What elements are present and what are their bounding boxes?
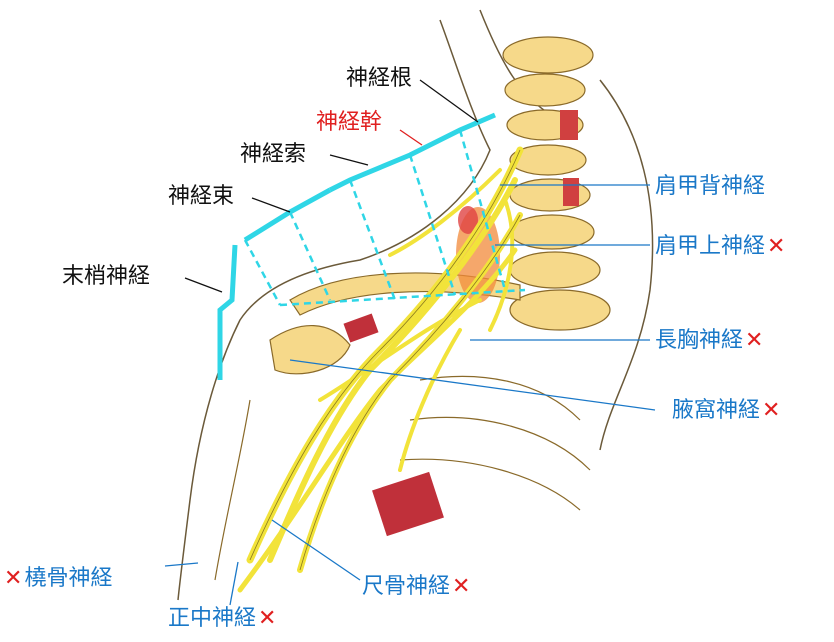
label-dorsal-scapular: 肩甲背神経 <box>655 174 765 200</box>
label-long-thoracic: 長胸神経✕ <box>655 328 763 354</box>
nerve-name: 橈骨神経 <box>24 566 113 591</box>
leader-lines <box>164 184 656 606</box>
label-bundle: 神経束 <box>168 184 235 209</box>
cross-mark-icon: ✕ <box>4 566 23 591</box>
cross-mark-icon: ✕ <box>767 234 786 259</box>
label-root: 神経根 <box>346 66 413 91</box>
nerve-name: 正中神経 <box>168 606 257 631</box>
cross-mark-icon: ✕ <box>452 574 471 599</box>
cross-mark-icon: ✕ <box>745 328 764 353</box>
label-trunk: 神経幹 <box>316 110 383 135</box>
nerve-name: 腋窩神経 <box>672 398 761 423</box>
muscles <box>343 206 500 537</box>
label-ulnar: 尺骨神経✕ <box>362 574 470 600</box>
label-peripheral: 末梢神経 <box>62 264 151 289</box>
cross-mark-icon: ✕ <box>258 606 277 631</box>
label-suprascapular: 肩甲上神経✕ <box>655 234 785 260</box>
label-cord: 神経索 <box>240 142 307 167</box>
nerve-name: 尺骨神経 <box>362 574 451 599</box>
cross-mark-icon: ✕ <box>762 398 781 423</box>
label-median: 正中神経✕ <box>168 606 276 632</box>
nerve-name: 肩甲上神経 <box>655 234 766 259</box>
nerve-name: 長胸神経 <box>655 328 744 353</box>
nerve-name: 肩甲背神経 <box>655 174 766 199</box>
label-radial: ✕橈骨神経 <box>4 566 112 592</box>
label-axillary: 腋窩神経✕ <box>672 398 780 424</box>
